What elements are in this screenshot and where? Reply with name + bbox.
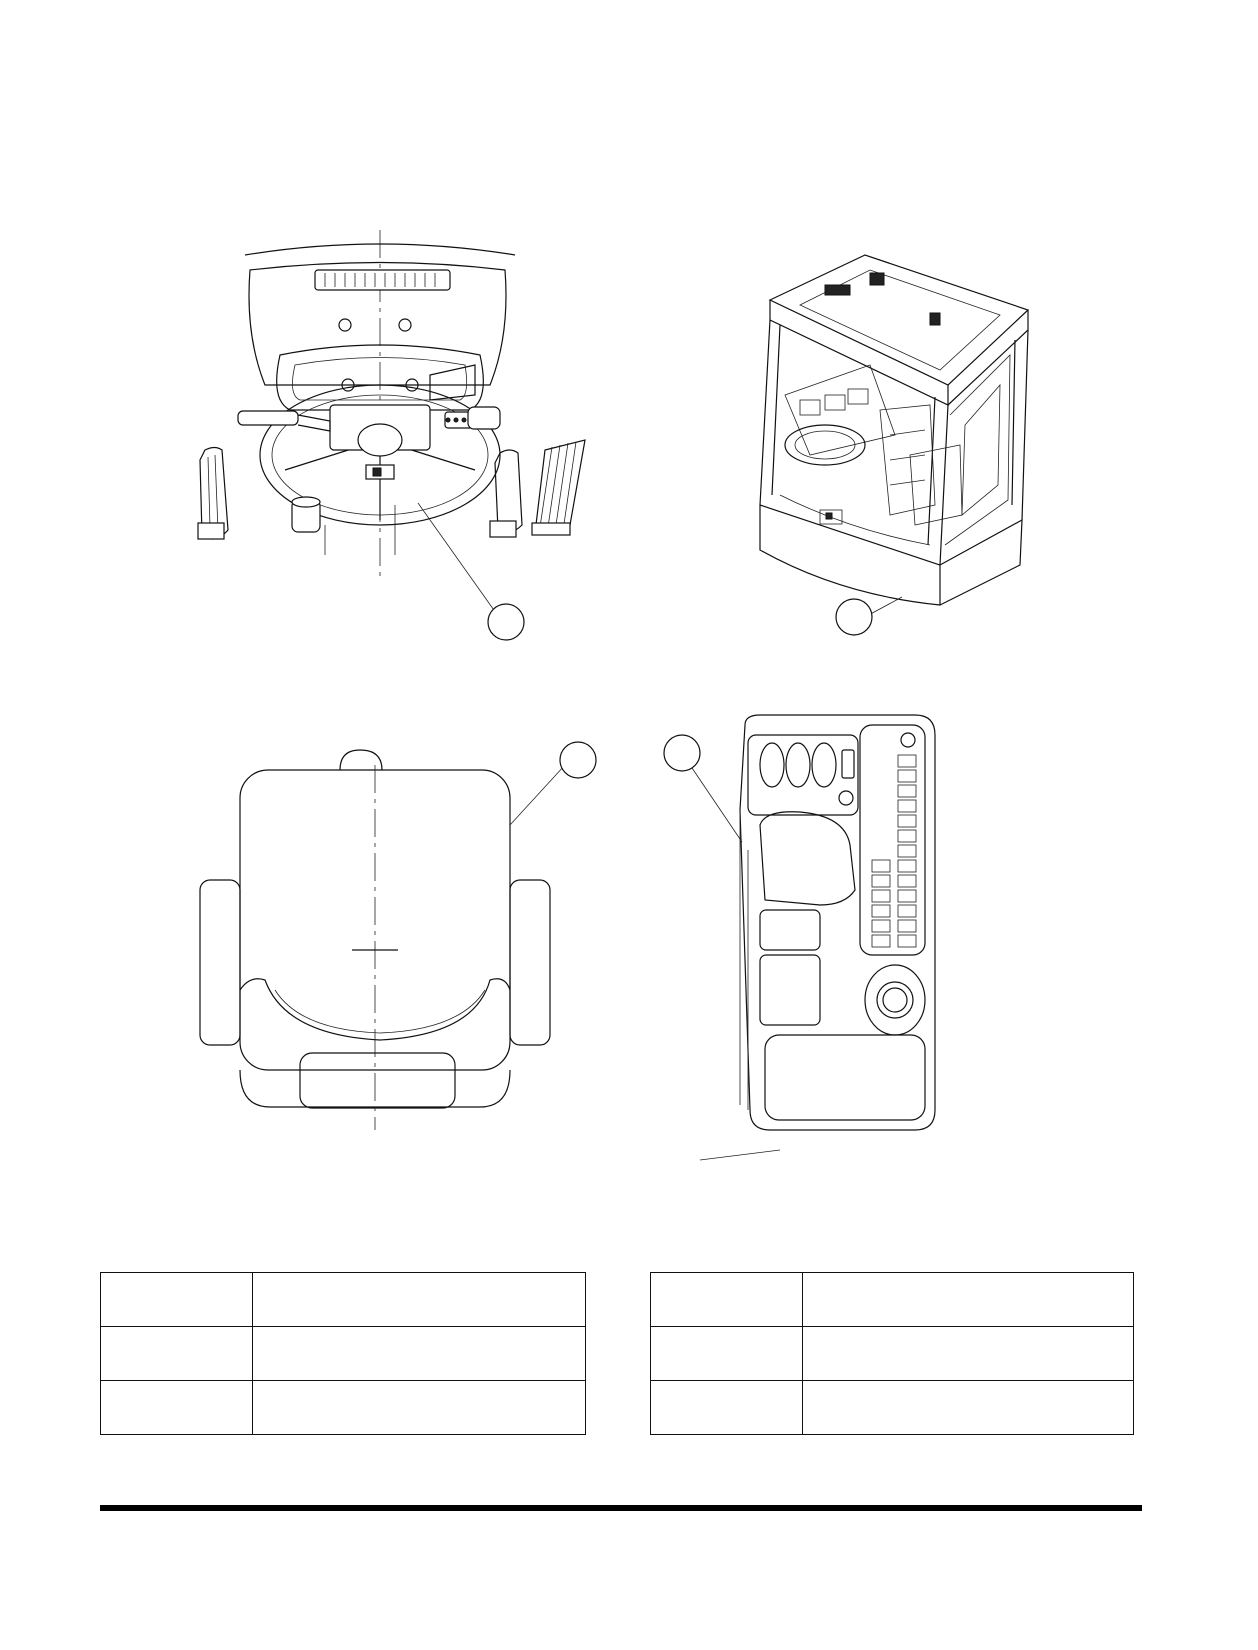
legend-table-left	[100, 1272, 586, 1435]
description-cell	[252, 1272, 586, 1327]
steering-column-figure	[190, 225, 670, 675]
operator-cab-figure	[730, 245, 1060, 665]
description-cell	[802, 1380, 1134, 1435]
operator-seat-drawing	[199, 741, 597, 1130]
table-row	[650, 1272, 1134, 1327]
description-cell	[802, 1272, 1134, 1327]
callout-circle-steering	[487, 603, 525, 641]
table-row	[650, 1326, 1134, 1381]
description-cell	[252, 1380, 586, 1435]
control-panel-drawing	[663, 714, 936, 1161]
item-cell	[650, 1326, 803, 1381]
footer-rule	[100, 1505, 1142, 1511]
description-cell	[802, 1326, 1134, 1381]
callout-circle-seat	[559, 741, 597, 779]
operator-cab-drawing	[759, 254, 1030, 636]
item-cell	[100, 1380, 253, 1435]
item-cell	[650, 1272, 803, 1327]
item-cell	[650, 1380, 803, 1435]
steering-column-drawing	[197, 230, 586, 641]
table-row	[100, 1380, 586, 1435]
callout-circle-cab	[835, 598, 873, 636]
control-panel-figure	[660, 710, 960, 1170]
table-row	[100, 1326, 586, 1381]
description-cell	[252, 1326, 586, 1381]
item-cell	[100, 1326, 253, 1381]
legend-table-right	[650, 1272, 1134, 1435]
table-row	[100, 1272, 586, 1327]
item-cell	[100, 1272, 253, 1327]
operator-seat-figure	[190, 735, 630, 1155]
table-row	[650, 1380, 1134, 1435]
callout-circle-dash	[663, 734, 701, 772]
